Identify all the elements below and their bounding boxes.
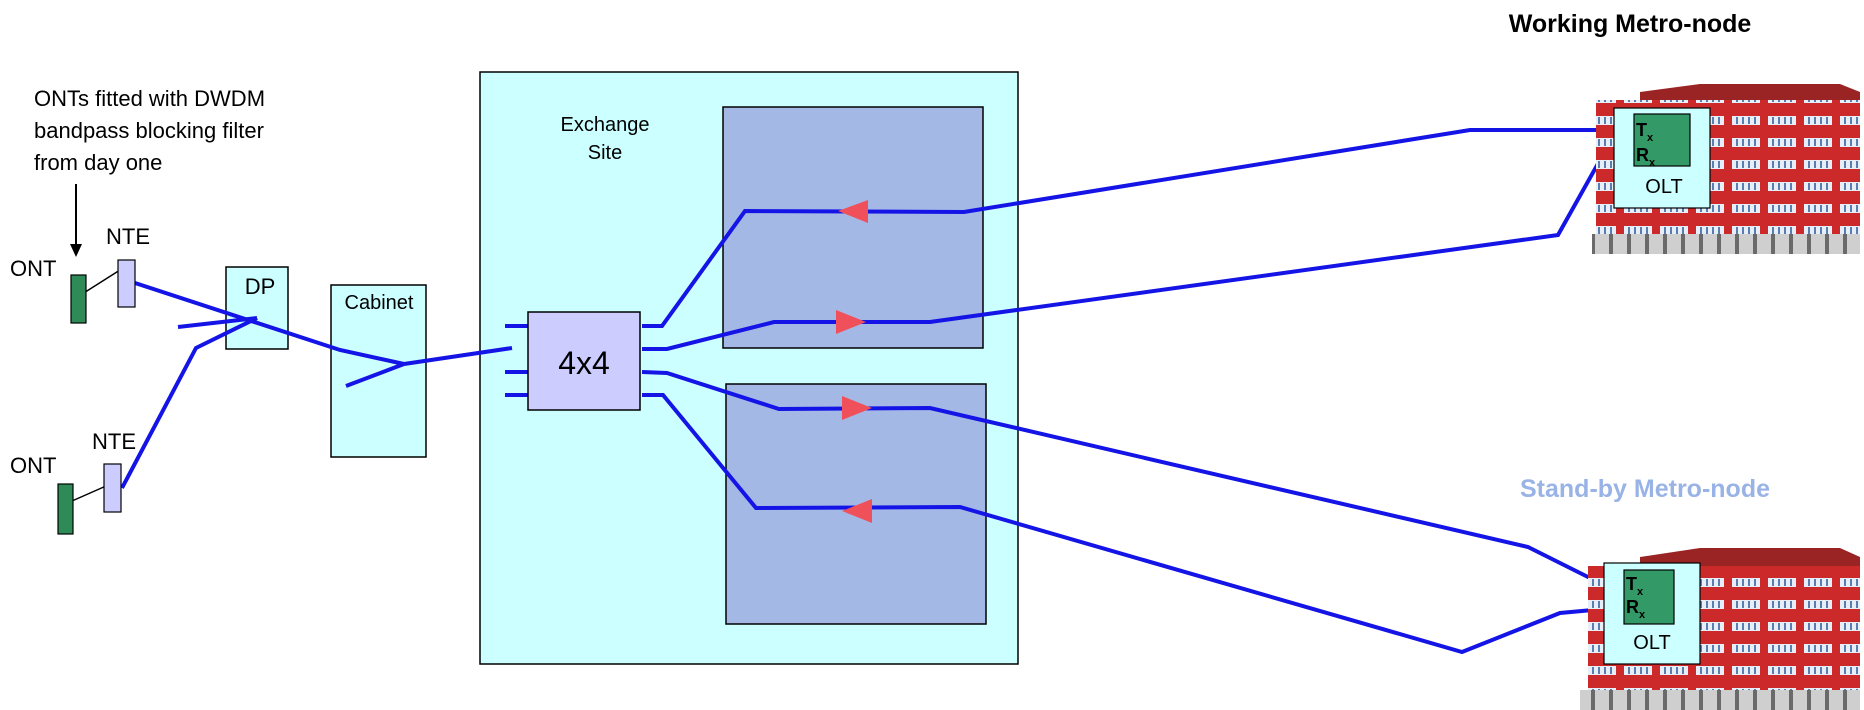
fiber-nte1-to-cabinet (131, 280, 405, 366)
ont-label-1: ONT (10, 256, 56, 281)
ont2-nte2-link (71, 485, 107, 502)
txrx-standby-box (1623, 569, 1675, 625)
exchange-label-1: Exchange (561, 114, 650, 136)
arrow-right-working (836, 310, 866, 334)
note-line-1: ONTs fitted with DWDM (34, 86, 265, 111)
splitter-label: 4x4 (558, 345, 610, 381)
dp-box (225, 266, 289, 350)
working-metro-node-title: Working Metro-node (1509, 10, 1752, 38)
note-line-3: from day one (34, 150, 162, 175)
txrx-working-box (1633, 113, 1691, 167)
standby-metro-node-building: Tx Rx OLT (1580, 548, 1860, 710)
nte-1 (117, 259, 136, 308)
arrow-left-standby (842, 499, 872, 523)
nte-label-1: NTE (106, 224, 150, 249)
note-line-2: bandpass blocking filter (34, 118, 264, 143)
working-metro-node-building: Tx Rx OLT (1592, 84, 1860, 254)
ont-1 (70, 274, 87, 324)
arrow-right-standby (842, 396, 872, 420)
nte-label-2: NTE (92, 429, 136, 454)
cabinet-box (330, 284, 427, 458)
olt-standby-label: OLT (1633, 632, 1670, 654)
ont-2 (57, 483, 74, 535)
splitter-4x4 (527, 311, 641, 411)
cabinet-label: Cabinet (345, 292, 414, 314)
exchange-label-2: Site (588, 142, 622, 164)
olt-standby-rx: Rx (1626, 597, 1646, 621)
arrow-left-working (838, 200, 868, 223)
olt-standby-tx: Tx (1626, 574, 1644, 598)
note-arrow (70, 184, 82, 257)
fiber-stub-cabinet (345, 362, 405, 388)
nte-2 (103, 463, 122, 513)
olt-working-tx: Tx (1636, 120, 1654, 144)
ont-filter-note: ONTs fitted with DWDM bandpass blocking … (34, 86, 265, 175)
olt-working-label: OLT (1645, 176, 1682, 198)
direction-arrows (836, 200, 872, 523)
working-card (722, 106, 984, 349)
olt-working-rx: Rx (1636, 145, 1656, 169)
standby-metro-node-title: Stand-by Metro-node (1520, 475, 1770, 503)
fiber-standby-rx-path (642, 393, 1616, 655)
fiber-nte2-to-dp (120, 316, 258, 489)
dp-label: DP (245, 274, 276, 299)
fiber-stub-dp-1 (177, 316, 258, 329)
fiber-cabinet-to-splitter (403, 346, 513, 366)
standby-card (725, 383, 987, 625)
ont-label-2: ONT (10, 453, 56, 478)
